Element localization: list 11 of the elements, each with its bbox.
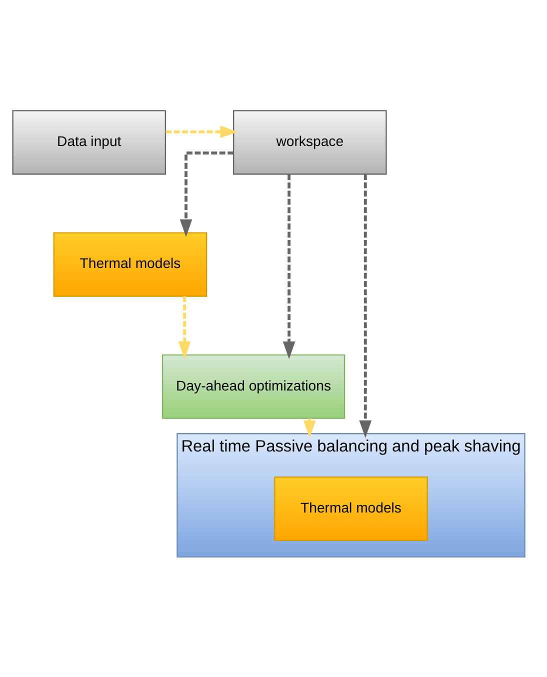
node-box: Data input [12, 110, 166, 175]
arrow [166, 126, 238, 138]
arrow [180, 152, 234, 237]
arrow [178, 296, 191, 360]
arrow [359, 174, 372, 438]
arrow [303, 418, 316, 438]
arrow [282, 174, 296, 360]
node-box: Thermal models [53, 232, 208, 297]
node-box: workspace [232, 110, 387, 175]
node-box: Thermal models [274, 476, 428, 542]
node-box: Day-ahead optimizations [162, 354, 346, 419]
